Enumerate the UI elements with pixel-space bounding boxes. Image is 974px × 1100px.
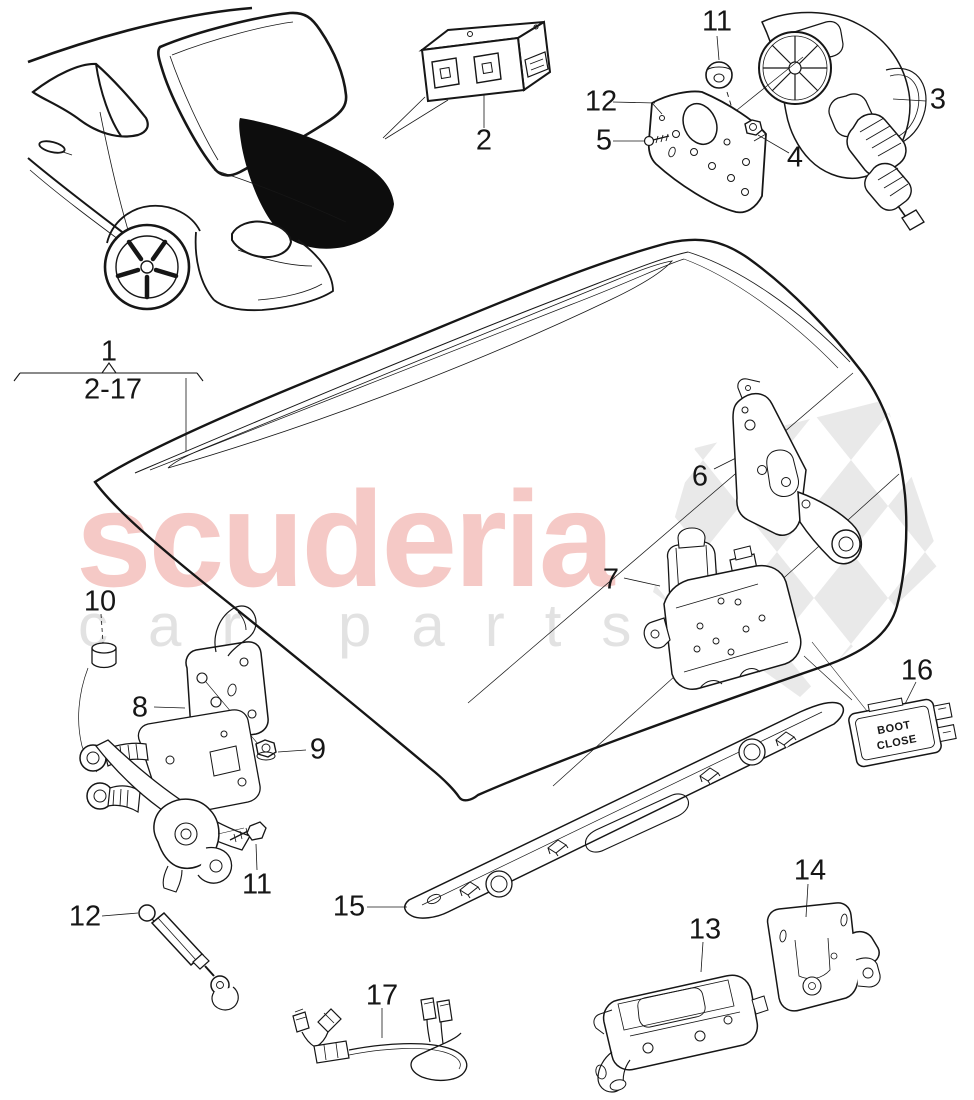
part-6-hinge [732, 378, 863, 565]
part-15-trim-strip [367, 701, 845, 919]
part-9-nut [255, 739, 307, 761]
watermark-brand-text: scuderia [76, 463, 616, 615]
part-16-boot-close-switch: BOOT CLOSE [848, 697, 957, 768]
part-10-buffer [78, 613, 117, 773]
part-13-latch [593, 941, 769, 1093]
part-17-harness [292, 997, 468, 1082]
part-14-bracket [766, 883, 881, 1012]
part-5-screw [613, 133, 670, 147]
part-4-nut [744, 119, 790, 154]
part-3-latch-motor [736, 11, 927, 231]
group-bracket [13, 362, 204, 451]
trunk-lid [13, 238, 917, 802]
part-7-lock-actuator [643, 527, 802, 690]
car-illustration [27, 6, 394, 312]
part-12-gas-strut [101, 904, 239, 1011]
car-boot-highlight [239, 118, 394, 249]
part-2-control-module [382, 20, 552, 140]
watermark-subtitle-text: car parts [78, 592, 671, 659]
car-rear-wheel [103, 223, 191, 311]
part-12-mount-plate [612, 90, 767, 214]
hinge-assembly [79, 709, 261, 893]
part-11-bolt [217, 821, 267, 871]
